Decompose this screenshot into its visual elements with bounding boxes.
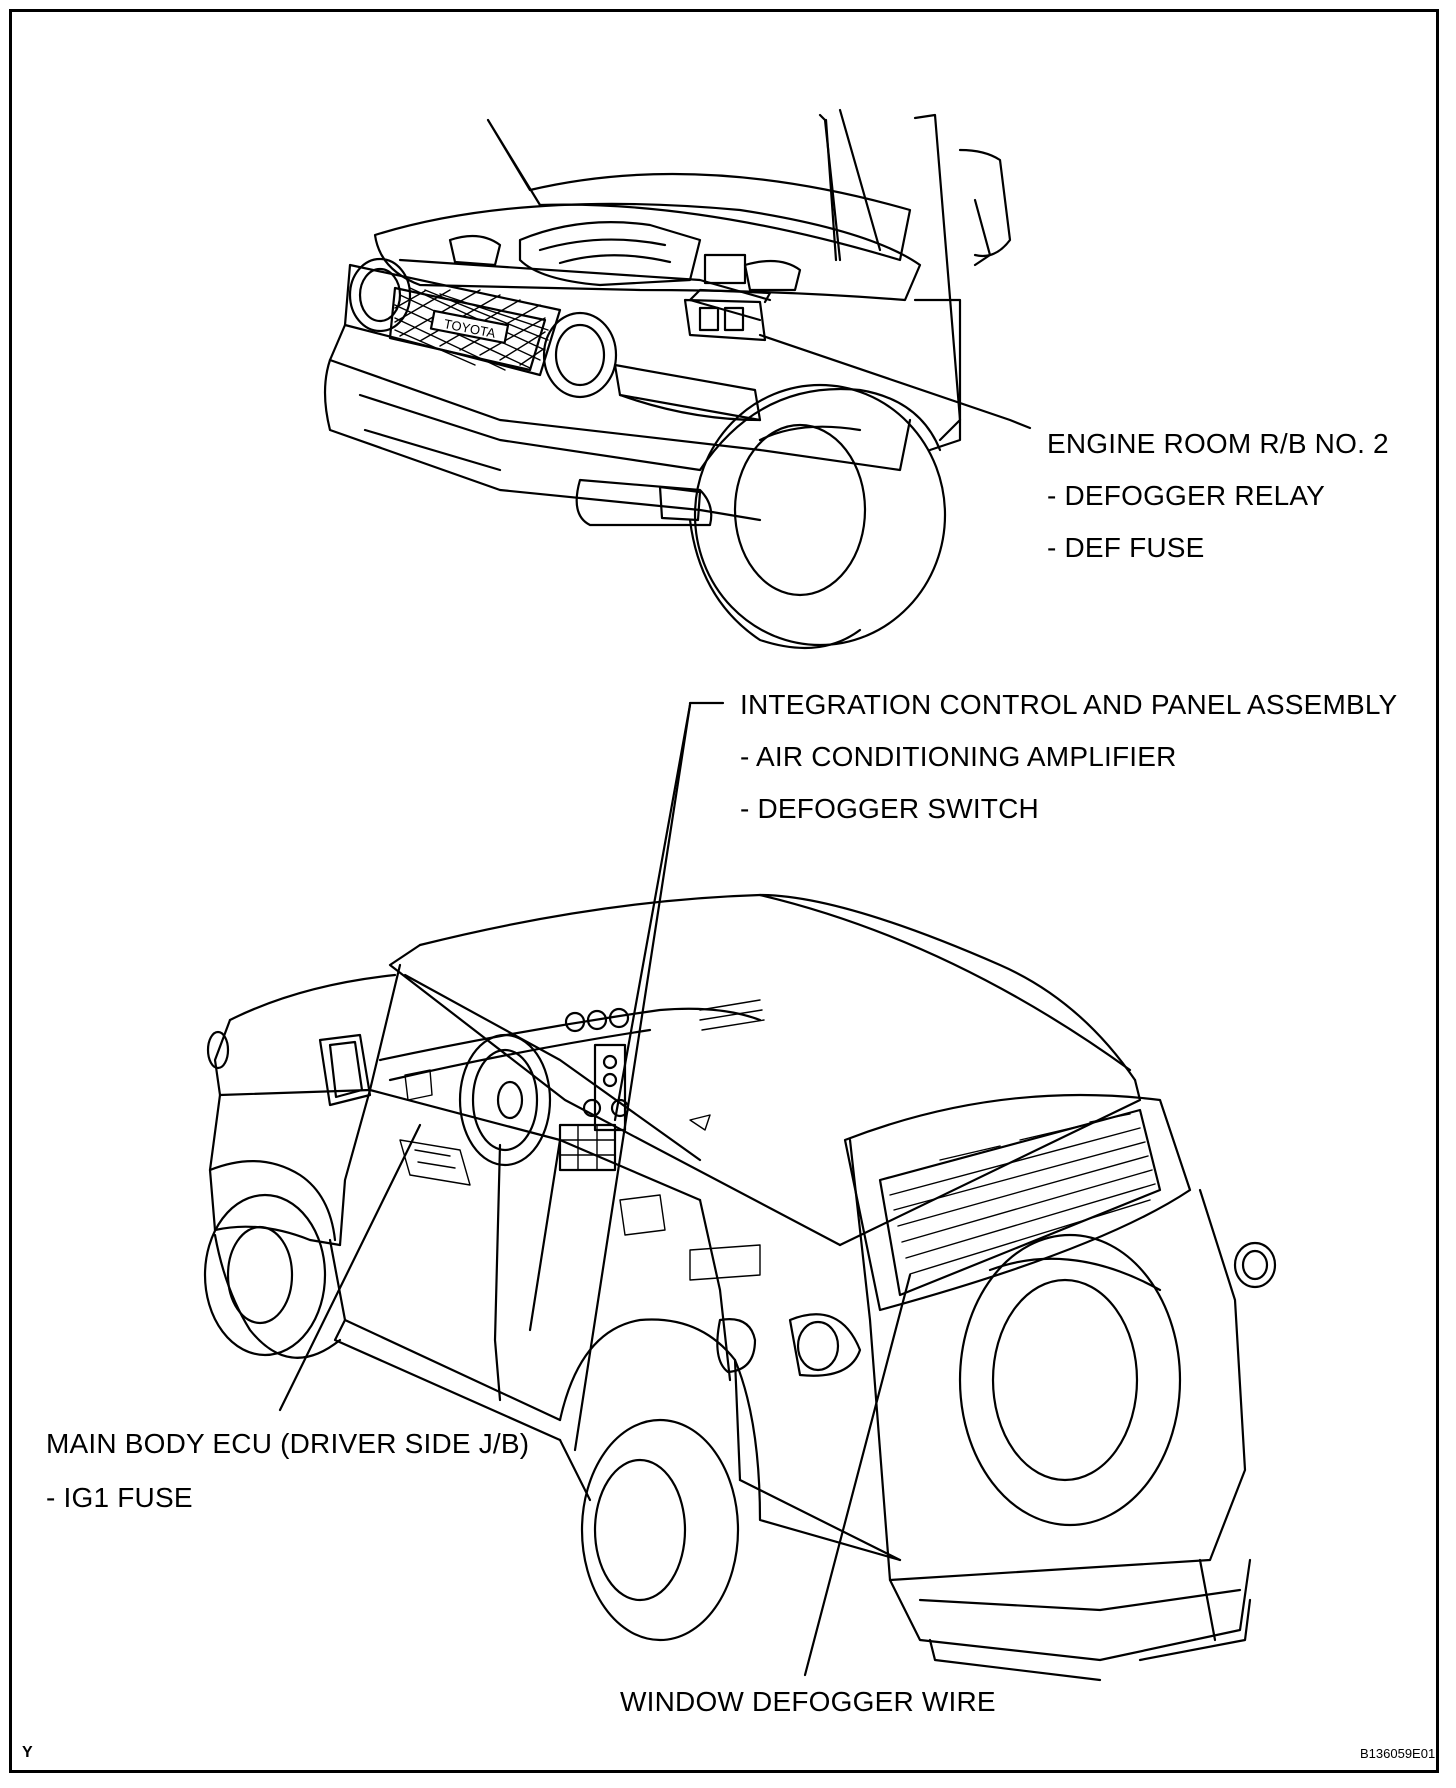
callout-item: - AIR CONDITIONING AMPLIFIER: [740, 741, 1177, 772]
callout-item: - DEFOGGER RELAY: [1047, 480, 1326, 511]
leader-integration-panel-2: [573, 703, 692, 1452]
figure-frame: [9, 9, 1439, 1773]
callout-title: MAIN BODY ECU (DRIVER SIDE J/B): [46, 1428, 530, 1459]
callout-title: ENGINE ROOM R/B NO. 2: [1047, 428, 1389, 459]
callout-item: - IG1 FUSE: [46, 1482, 193, 1513]
figure-id: B136059E01: [1360, 1746, 1436, 1761]
callout-item: - DEF FUSE: [1047, 532, 1205, 563]
corner-mark: Y: [22, 1744, 33, 1761]
rear-vehicle-illustration: [203, 893, 1277, 1682]
leader-main-body-ecu: [278, 1123, 422, 1412]
leader-integration-panel: [613, 701, 725, 1122]
front-vehicle-illustration: TOYOTA: [323, 108, 1032, 650]
leader-window-defogger: [803, 1273, 912, 1677]
callout-item: - DEFOGGER SWITCH: [740, 793, 1039, 824]
callout-title: WINDOW DEFOGGER WIRE: [620, 1686, 996, 1717]
callout-title: INTEGRATION CONTROL AND PANEL ASSEMBLY: [740, 689, 1398, 720]
